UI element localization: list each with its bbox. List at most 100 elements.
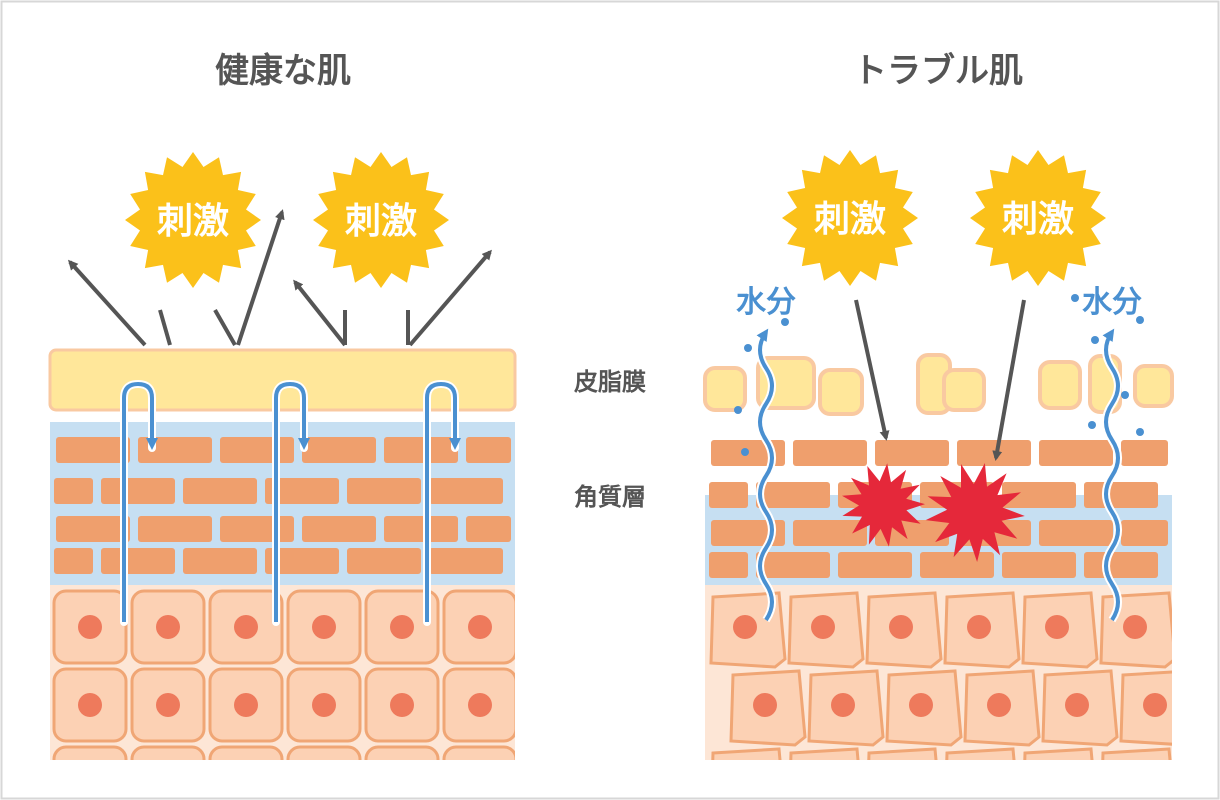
cell-body — [867, 747, 938, 760]
cell-nucleus — [156, 615, 180, 639]
moisture-path — [756, 328, 774, 622]
corneocyte-brick — [265, 478, 339, 504]
burst-shape — [782, 150, 918, 286]
sebum-film-left — [48, 348, 517, 412]
stimulus-label: 刺激 — [345, 201, 417, 242]
cell-nucleus — [733, 615, 757, 639]
skin-cell — [364, 589, 440, 665]
corneocyte-brick — [709, 482, 748, 508]
corneocyte-brick — [466, 516, 511, 542]
escaping-moisture: 水分 水分 — [734, 285, 1144, 623]
cell-body — [1101, 747, 1172, 760]
cell-nucleus — [987, 693, 1011, 717]
brick-grid-left — [54, 437, 511, 574]
corneocyte-brick — [920, 552, 994, 578]
skin-cell — [52, 745, 128, 760]
skin-cell — [865, 591, 943, 669]
corneocyte-brick — [265, 548, 339, 574]
stimulus-bursts-right: 刺激 刺激 — [782, 150, 1106, 286]
corneocyte-brick — [302, 516, 376, 542]
corneocyte-brick — [384, 437, 458, 463]
deflect-arrow — [293, 279, 347, 347]
cell-nucleus — [1143, 693, 1167, 717]
sebum-fragment — [1038, 360, 1082, 410]
corneocyte-brick — [838, 552, 912, 578]
damage-bursts — [842, 463, 1025, 562]
moisture-path — [1102, 328, 1120, 622]
corneocyte-brick — [56, 516, 130, 542]
moisture-label: 水分 — [1082, 285, 1142, 320]
skin-cell — [963, 669, 1041, 747]
skin-cell — [1101, 747, 1172, 760]
deflect-arrow — [408, 249, 492, 347]
sebum-fragment — [703, 366, 747, 412]
corneocyte-brick — [1002, 482, 1076, 508]
skin-cell — [943, 591, 1021, 669]
broken-sebum-film — [703, 353, 1174, 416]
moisture-droplet — [781, 318, 789, 326]
water-retention-arrows — [120, 379, 461, 626]
corneocyte-brick — [957, 440, 1031, 466]
cell-body — [52, 745, 128, 760]
cell-nucleus — [811, 615, 835, 639]
corneocyte-brick — [138, 516, 212, 542]
stratum-corneum-label: 角質層 — [574, 483, 646, 511]
cell-nucleus — [468, 615, 492, 639]
moisture-droplet — [734, 406, 742, 414]
corneocyte-brick — [347, 478, 421, 504]
cell-nucleus — [889, 615, 913, 639]
cell-nucleus — [967, 615, 991, 639]
skin-cell — [130, 589, 206, 665]
burst-shape — [970, 150, 1106, 286]
skin-cell — [787, 591, 865, 669]
corneocyte-brick — [793, 440, 867, 466]
cell-body — [711, 747, 782, 760]
moisture-droplet — [1121, 391, 1129, 399]
skin-cell — [130, 667, 206, 743]
stimulus-burst: 刺激 — [782, 150, 918, 286]
skin-cell — [52, 589, 128, 665]
trouble-skin-title: トラブル肌 — [853, 51, 1023, 91]
skin-cell — [1023, 747, 1094, 760]
corneocyte-brick — [756, 482, 830, 508]
cell-nucleus — [78, 615, 102, 639]
corneocyte-brick — [220, 516, 294, 542]
corneocyte-brick — [429, 478, 503, 504]
cell-body — [945, 747, 1016, 760]
corneocyte-brick — [1121, 520, 1168, 546]
corneocyte-brick — [101, 548, 175, 574]
moisture-label: 水分 — [736, 285, 796, 320]
healthy-skin-title: 健康な肌 — [215, 51, 351, 91]
water-arrow — [425, 381, 461, 622]
skin-cell — [442, 745, 515, 760]
moisture-droplet — [741, 448, 749, 456]
cell-body — [789, 747, 860, 760]
corneocyte-brick — [54, 478, 93, 504]
corneocyte-brick — [302, 437, 376, 463]
corneocyte-brick — [709, 552, 748, 578]
skin-cell — [286, 745, 362, 760]
cell-nucleus — [390, 615, 414, 639]
stimulus-label: 刺激 — [814, 199, 886, 240]
moisture-droplet — [1136, 428, 1144, 436]
water-arrow — [274, 381, 310, 622]
deflect-arrow — [158, 309, 172, 346]
skin-cell — [1099, 591, 1172, 669]
deflect-arrow — [213, 309, 237, 346]
moisture-droplet — [1071, 294, 1079, 302]
skin-cell — [208, 589, 284, 665]
skin-cell — [711, 747, 782, 760]
corneocyte-brick — [56, 437, 130, 463]
corneocyte-brick — [466, 437, 511, 463]
damage-burst — [842, 463, 925, 547]
cell-nucleus — [1123, 615, 1147, 639]
sebum-fragment — [942, 368, 986, 412]
brick-grid-right — [709, 440, 1168, 578]
stimulus-label: 刺激 — [1002, 199, 1074, 240]
corneocyte-brick — [793, 520, 867, 546]
deflected-stimulus-arrows — [67, 209, 492, 347]
stimulus-burst: 刺激 — [970, 150, 1106, 286]
skin-cell — [364, 667, 440, 743]
